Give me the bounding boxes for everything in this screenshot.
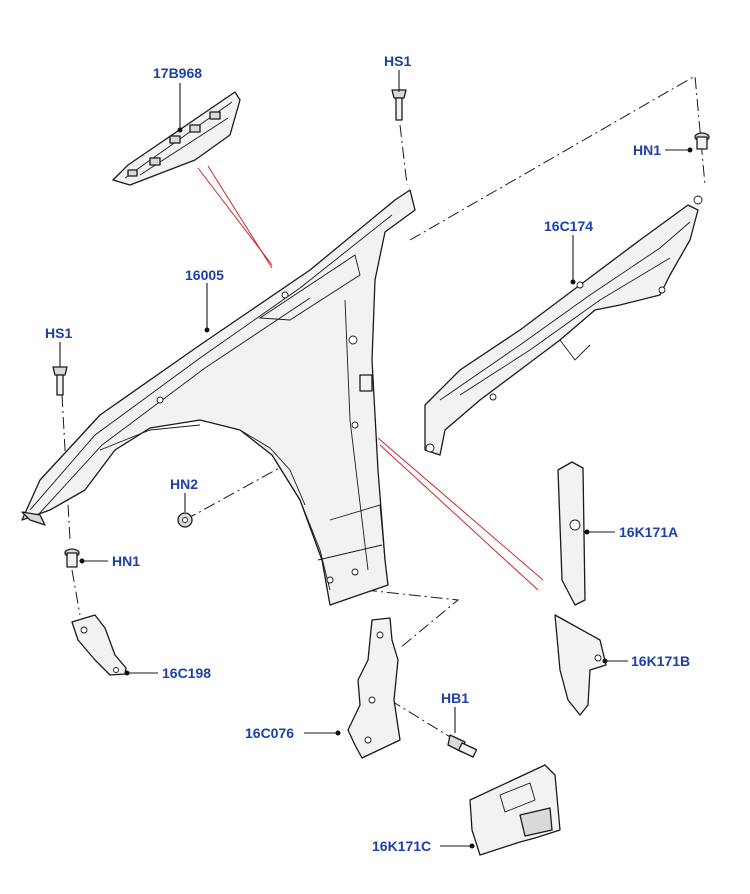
bracket-16c174 (424, 195, 703, 456)
label-hs1-left: HS1 (45, 325, 72, 341)
label-17b968: 17B968 (153, 65, 202, 81)
label-16k171b: 16K171B (631, 653, 690, 669)
label-16k171c: 16K171C (372, 838, 431, 854)
bolt-hb1 (447, 734, 478, 758)
bracket-16c076 (347, 617, 401, 759)
screw-hs1-top (391, 89, 407, 121)
label-16005: 16005 (185, 267, 224, 283)
label-hs1-top: HS1 (384, 53, 411, 69)
label-16c076: 16C076 (245, 725, 294, 741)
section-lines (197, 165, 544, 591)
label-16k171a: 16K171A (619, 524, 678, 540)
label-hn1-right: HN1 (633, 142, 661, 158)
label-16c174: 16C174 (544, 218, 593, 234)
label-hn2: HN2 (170, 476, 198, 492)
label-hn1-left: HN1 (112, 553, 140, 569)
nut-hn2 (177, 512, 193, 528)
label-hb1: HB1 (441, 690, 469, 706)
insulator-16k171c (469, 764, 561, 856)
screw-hs1-left (52, 366, 68, 396)
label-16c198: 16C198 (162, 665, 211, 681)
fender-16005 (21, 189, 416, 606)
insulator-16k171b (554, 614, 607, 716)
insulator-16k171a (557, 461, 586, 606)
bracket-16c198 (71, 614, 127, 676)
nut-hn1-right (694, 132, 710, 150)
bracket-17b968 (112, 91, 241, 186)
nut-hn1-left (64, 548, 80, 568)
leader-lines (59, 70, 693, 849)
